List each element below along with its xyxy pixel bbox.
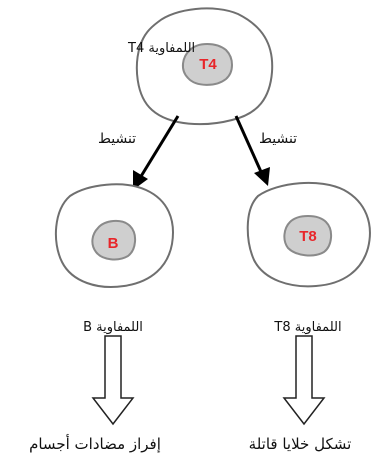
b-nucleus-label: B (108, 235, 119, 252)
t8-cell: T8 (246, 181, 371, 288)
activation-label-right: تنشيط (259, 131, 297, 147)
t8-cell-label: اللمفاوية T8 (273, 320, 341, 335)
t4-cell-label: اللمفاوية T4 (127, 41, 195, 56)
activation-arrow-left (133, 115, 180, 190)
t8-result-label: تشكل خلايا قاتلة (249, 435, 352, 453)
b-cell: B (54, 183, 174, 288)
result-arrow-t8 (282, 335, 326, 426)
t8-nucleus-label: T8 (299, 228, 317, 245)
activation-label-left: تنشيط (98, 131, 136, 147)
activation-arrow-right (234, 115, 270, 186)
b-nucleus (91, 220, 136, 261)
t4-cell: T4 (135, 7, 274, 126)
b-result-label: إفراز مضادات أجسام (29, 434, 161, 453)
b-cell-label: اللمفاوية B (83, 320, 143, 335)
t4-nucleus-label: T4 (199, 56, 217, 73)
t8-nucleus (283, 215, 332, 257)
result-arrow-b (91, 335, 135, 426)
t4-nucleus (182, 43, 233, 86)
